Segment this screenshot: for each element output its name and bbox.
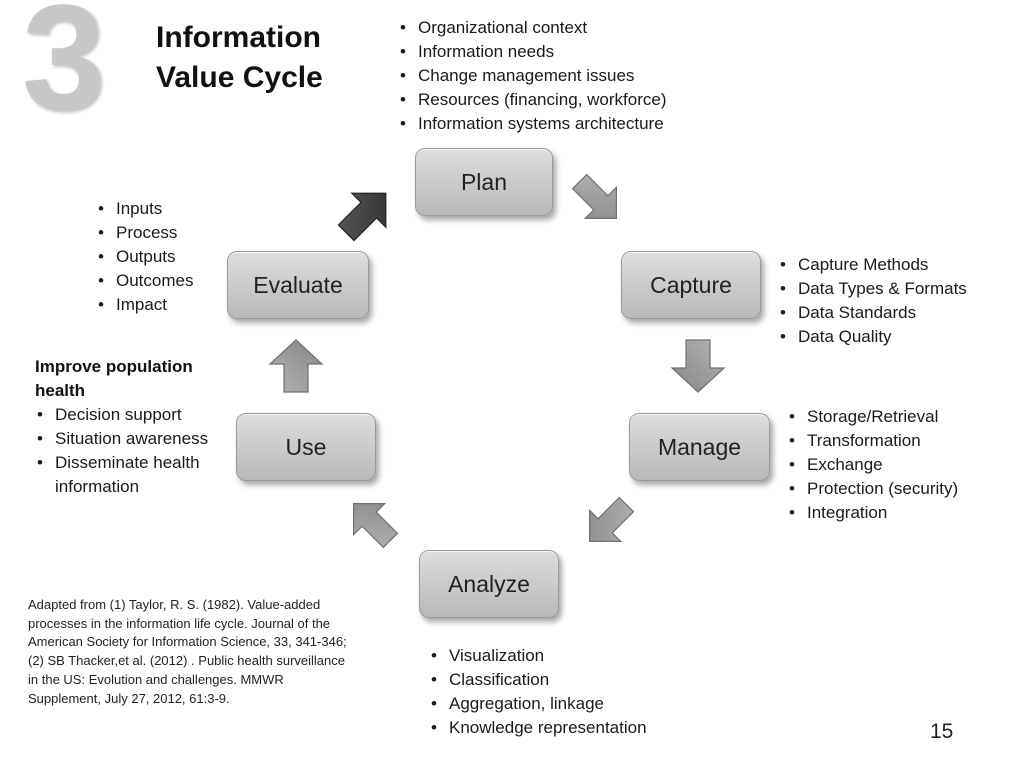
stage-capture[interactable]: Capture bbox=[621, 251, 761, 319]
arrow-capture-to-manage bbox=[670, 339, 726, 393]
plan-bullet: Change management issues bbox=[398, 64, 666, 88]
stage-manage[interactable]: Manage bbox=[629, 413, 770, 481]
analyze-bullet: Knowledge representation bbox=[429, 716, 647, 740]
stage-plan[interactable]: Plan bbox=[415, 148, 553, 216]
manage-bullet: Integration bbox=[787, 501, 958, 525]
use-section-heading: Improve population health bbox=[35, 357, 193, 400]
analyze-bullet: Aggregation, linkage bbox=[429, 692, 647, 716]
title-line-2: Value Cycle bbox=[156, 61, 323, 94]
analyze-bullet: Visualization bbox=[429, 644, 647, 668]
capture-bullet: Data Quality bbox=[778, 325, 967, 349]
citation-text: Adapted from (1) Taylor, R. S. (1982). V… bbox=[28, 597, 347, 706]
evaluate-bullet: Impact bbox=[96, 293, 193, 317]
slide-number-graphic: 3 bbox=[22, 0, 106, 141]
evaluate-bullet-list: Inputs Process Outputs Outcomes Impact bbox=[96, 197, 193, 317]
stage-use[interactable]: Use bbox=[236, 413, 376, 481]
manage-bullet: Transformation bbox=[787, 429, 958, 453]
analyze-bullet-list: Visualization Classification Aggregation… bbox=[429, 644, 647, 740]
capture-bullet: Data Standards bbox=[778, 301, 967, 325]
manage-bullet-list: Storage/Retrieval Transformation Exchang… bbox=[787, 405, 958, 525]
use-bullet: Decision support bbox=[35, 403, 235, 427]
capture-bullet: Data Types & Formats bbox=[778, 277, 967, 301]
analyze-bullet: Classification bbox=[429, 668, 647, 692]
capture-bullet: Capture Methods bbox=[778, 253, 967, 277]
plan-bullet-list: Organizational context Information needs… bbox=[398, 16, 666, 136]
plan-bullet: Information systems architecture bbox=[398, 112, 666, 136]
evaluate-bullet: Process bbox=[96, 221, 193, 245]
evaluate-bullet: Outputs bbox=[96, 245, 193, 269]
arrow-analyze-to-use bbox=[353, 503, 399, 549]
use-section: Improve population health Decision suppo… bbox=[35, 355, 235, 499]
use-bullet-list: Decision support Situation awareness Dis… bbox=[35, 403, 235, 499]
manage-bullet: Storage/Retrieval bbox=[787, 405, 958, 429]
arrow-use-to-evaluate bbox=[268, 339, 324, 393]
plan-bullet: Information needs bbox=[398, 40, 666, 64]
arrow-manage-to-analyze bbox=[589, 496, 635, 542]
evaluate-bullet: Inputs bbox=[96, 197, 193, 221]
slide-title: Information Value Cycle bbox=[156, 18, 376, 98]
capture-bullet-list: Capture Methods Data Types & Formats Dat… bbox=[778, 253, 967, 349]
stage-analyze[interactable]: Analyze bbox=[419, 550, 559, 618]
plan-bullet: Resources (financing, workforce) bbox=[398, 88, 666, 112]
manage-bullet: Protection (security) bbox=[787, 477, 958, 501]
plan-bullet: Organizational context bbox=[398, 16, 666, 40]
page-number: 15 bbox=[930, 720, 954, 743]
stage-evaluate[interactable]: Evaluate bbox=[227, 251, 369, 319]
manage-bullet: Exchange bbox=[787, 453, 958, 477]
use-bullet: Situation awareness bbox=[35, 427, 235, 451]
arrow-plan-to-capture bbox=[571, 173, 617, 219]
arrow-evaluate-to-plan bbox=[337, 192, 387, 242]
use-bullet: Disseminate health information bbox=[35, 451, 225, 499]
title-line-1: Information bbox=[156, 21, 321, 54]
evaluate-bullet: Outcomes bbox=[96, 269, 193, 293]
